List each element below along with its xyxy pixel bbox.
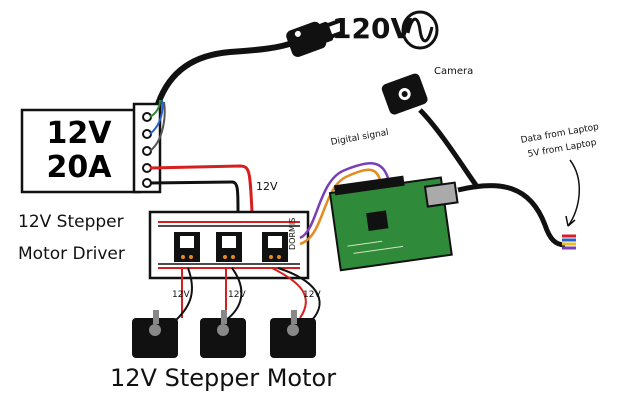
orange-signal-wire — [299, 168, 382, 246]
usb-cable — [457, 183, 566, 248]
stepper-motor-3 — [270, 310, 316, 358]
driver-supply-voltage: 12V — [256, 180, 278, 193]
stepper-motor-label: 12V Stepper Motor — [110, 364, 337, 392]
motor3-voltage: 12V — [303, 290, 321, 300]
purple-signal-wire — [299, 162, 390, 240]
driver-label-line1: 12V Stepper — [18, 212, 124, 232]
power-cord — [155, 39, 298, 107]
driver-label-line2: Motor Driver — [18, 244, 125, 264]
camera-icon — [381, 73, 428, 115]
driver-side-text: DORMIS — [288, 217, 297, 250]
microcontroller-board — [328, 175, 459, 272]
driver-module-3 — [262, 232, 288, 262]
motor1-voltage: 12V — [172, 290, 190, 300]
stepper-motor-2 — [200, 310, 246, 358]
motor2-voltage: 12V — [228, 290, 246, 300]
psu-line2: 20A — [46, 150, 112, 185]
note-arrow — [567, 159, 581, 227]
driver-module-1 — [174, 232, 200, 262]
stepper-motor-1 — [132, 310, 178, 358]
red-wire-psu-driver — [149, 164, 254, 213]
voltage-label: 120V — [332, 12, 413, 45]
camera-cable — [418, 108, 481, 190]
driver-module-2 — [216, 232, 242, 262]
ac-symbol-icon — [401, 10, 439, 50]
camera-label: Camera — [434, 66, 474, 77]
laptop-wire-bundle — [562, 234, 576, 250]
plug-icon — [286, 18, 345, 57]
black-wire-psu-driver — [149, 180, 240, 213]
psu-line1: 12V — [46, 116, 112, 151]
